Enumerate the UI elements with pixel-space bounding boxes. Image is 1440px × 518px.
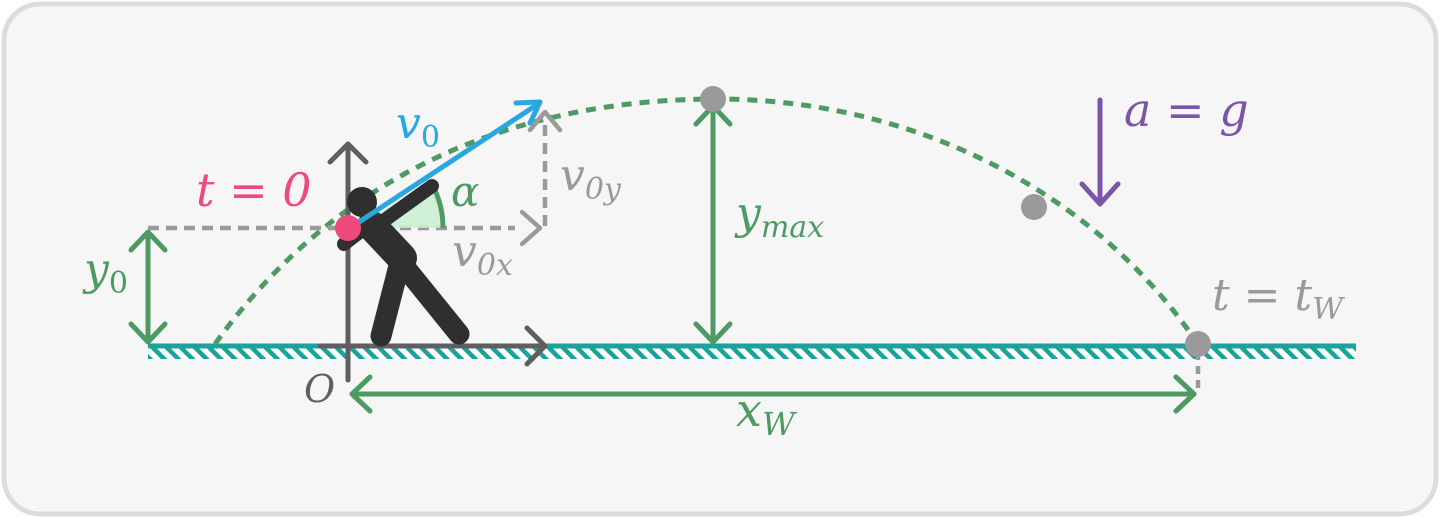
label-y0: y0 — [82, 244, 128, 301]
v0y-arrowhead — [527, 109, 563, 133]
label-v0: v0 — [396, 98, 440, 155]
thrower-throwing-arm — [375, 179, 439, 229]
label-landing-time: t = tW — [1212, 270, 1345, 327]
coordinate-axes — [317, 141, 548, 383]
label-ymax: ymax — [734, 188, 824, 245]
apex-point — [700, 86, 726, 112]
label-alpha: α — [451, 167, 479, 216]
label-xw: xW — [736, 383, 798, 443]
ground-hatching — [148, 346, 1356, 359]
thrower-front-leg — [393, 255, 470, 345]
x-axis-arrowhead — [524, 325, 548, 367]
v0-vector — [347, 101, 541, 231]
acceleration-arrow — [1079, 97, 1121, 207]
thrower-back-leg — [370, 251, 411, 347]
v0x-arrowhead — [519, 209, 543, 247]
xw-dimension — [349, 374, 1197, 414]
label-origin: O — [304, 367, 335, 411]
launch-point — [335, 215, 361, 241]
y0-dimension — [128, 229, 168, 345]
label-v0x: v0x — [452, 226, 513, 283]
label-v0y: v0y — [560, 150, 622, 207]
v0-arrowhead — [513, 99, 543, 126]
label-acceleration: a = g — [1124, 83, 1249, 137]
y-axis-arrowhead — [327, 141, 369, 165]
landing-point — [1185, 331, 1211, 357]
label-t0: t = 0 — [196, 163, 312, 217]
thrower-head — [347, 187, 377, 217]
trajectory-point — [1021, 194, 1047, 220]
